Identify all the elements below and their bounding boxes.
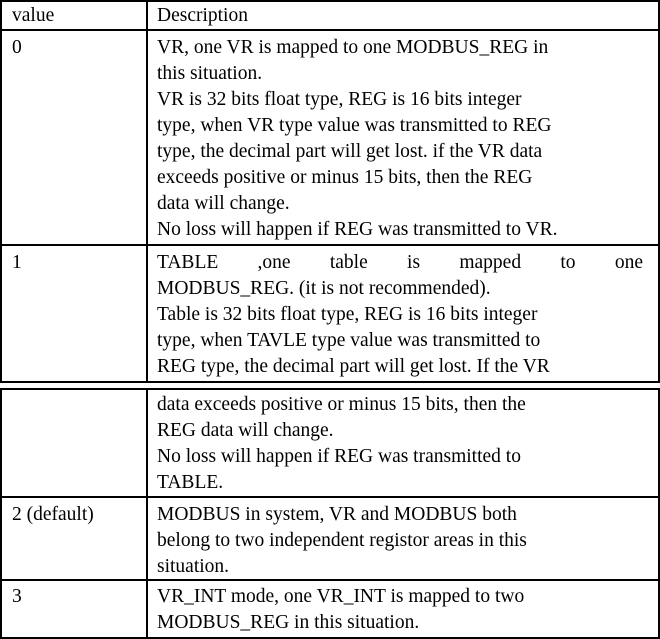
table-border-left-upper — [0, 0, 2, 382]
row-divider-row2 — [0, 579, 660, 581]
row-0-line-7: No loss will happen if REG was transmitt… — [157, 219, 558, 240]
row-1-cont-line-0: data exceeds positive or minus 15 bits, … — [157, 394, 526, 415]
row-0-line-3: type, when VR type value was transmitted… — [157, 115, 552, 136]
justified-word: to — [560, 252, 576, 273]
row-0-line-0: VR, one VR is mapped to one MODBUS_REG i… — [157, 37, 549, 58]
row-0-line-2: VR is 32 bits float type, REG is 16 bits… — [157, 89, 522, 110]
row-3-line-1: MODBUS_REG in this situation. — [157, 612, 420, 633]
table-border-bottom — [0, 637, 660, 639]
row-0-line-6: data will change. — [157, 193, 290, 214]
row-1-line-0: TABLE ,one table is mapped to one — [157, 250, 643, 276]
row-1-line-3: type, when TAVLE type value was transmit… — [157, 330, 541, 351]
row-1-line-2: Table is 32 bits float type, REG is 16 b… — [157, 304, 538, 325]
justified-word: table — [329, 252, 368, 273]
row-divider-row0 — [0, 244, 660, 246]
justified-word: is — [407, 252, 421, 273]
row-2-value: 2 (default) — [12, 504, 94, 525]
justified-word: TABLE — [157, 252, 219, 273]
justified-word: mapped — [459, 252, 522, 273]
row-2-line-1: belong to two independent registor areas… — [157, 530, 527, 551]
row-0-value: 0 — [12, 37, 22, 58]
row-0-line-1: this situation. — [157, 63, 263, 84]
row-3-line-0: VR_INT mode, one VR_INT is mapped to two — [157, 586, 525, 607]
row-2-line-0: MODBUS in system, VR and MODBUS both — [157, 504, 517, 525]
header-value: value — [12, 5, 55, 26]
row-divider-header — [0, 29, 660, 31]
row-1-line-4: REG type, the decimal part will get lost… — [157, 356, 550, 377]
table-border-top — [0, 0, 660, 2]
page-break-line-b — [0, 388, 660, 390]
justified-word: one — [614, 252, 643, 273]
column-divider-lower — [146, 390, 148, 639]
row-0-line-5: exceeds positive or minus 15 bits, then … — [157, 167, 533, 188]
row-2-line-2: situation. — [157, 556, 230, 577]
table-border-right-upper — [658, 0, 660, 382]
header-description: Description — [157, 5, 248, 26]
page-break-line-a — [0, 381, 660, 383]
column-divider-upper — [146, 0, 148, 382]
row-1-cont-line-2: No loss will happen if REG was transmitt… — [157, 446, 521, 467]
row-1-line-1: MODBUS_REG. (it is not recommended). — [157, 278, 491, 299]
row-1-cont-line-1: REG data will change. — [157, 420, 334, 441]
table-border-right-lower — [658, 390, 660, 639]
row-divider-cont — [0, 496, 660, 498]
justified-word: ,one — [257, 252, 291, 273]
row-0-line-4: type, the decimal part will get lost. if… — [157, 141, 543, 162]
table-border-left-lower — [0, 390, 2, 639]
row-1-value: 1 — [12, 252, 22, 273]
row-3-value: 3 — [12, 586, 22, 607]
row-1-cont-line-3: TABLE. — [157, 472, 224, 493]
